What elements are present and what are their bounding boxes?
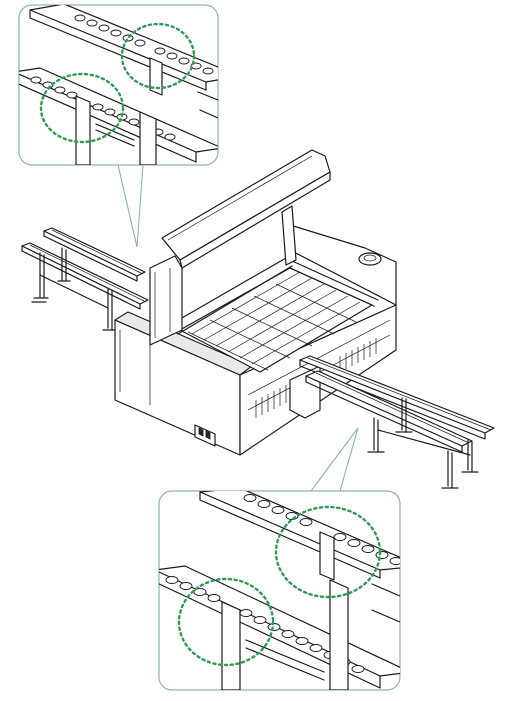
bottom-callout-upper-rail-side [199,491,381,579]
lid-edge [179,171,331,269]
leader-lines [117,164,359,492]
work-bed-slats [187,271,361,371]
gantry-rail-left [167,257,293,335]
top-callout-upper-rollers [74,14,214,75]
laser-machine [113,149,397,456]
right-rail-top-side [299,359,486,440]
top-callout-rear-lines [197,91,218,119]
bottom-callout-lower-rail-side [159,569,381,689]
bottom-callout-highlight-upper [274,505,382,599]
lid-strut [281,205,297,266]
machine-front-panels [119,330,151,405]
right-leg-2 [401,397,407,433]
right-rail-roller-line-b [315,372,470,444]
left-rail-bottom-side [21,245,141,310]
top-callout-crossbar [95,123,135,147]
left-rail-top-side [43,230,138,282]
left-foot-1 [31,297,49,303]
right-rail-bottom [305,370,473,447]
left-leg-2 [61,247,67,282]
left-rail-bottom [21,242,149,305]
left-rail-roller-line-b [29,244,147,303]
top-callout-upper-rail-side [29,9,207,91]
lid-top [161,149,331,261]
bottom-callout-rear-lines [371,583,400,623]
right-leg-3 [447,450,453,489]
lid-side-left [149,255,183,346]
bottom-callout [158,490,401,691]
lid-side-ribs [154,268,171,338]
top-callout [18,4,219,166]
top-callout-highlight-lower [39,72,125,144]
top-callout-lower-rail-side [19,71,197,163]
bottom-leader-line-b [339,427,359,492]
right-rail-roller-line-a [307,357,492,431]
bottom-callout-post-right [329,579,349,690]
right-leg-4 [467,439,473,473]
top-leader-line-b [136,164,144,248]
right-brace [377,429,471,456]
top-callout-highlight-upper [120,22,196,90]
bottom-callout-post-left [221,601,241,690]
left-rail-roller-line-a [51,229,144,275]
control-buttons [198,427,211,440]
bottom-callout-highlight-lower [177,577,275,667]
top-leader-line-a [117,164,138,248]
exhaust-port-inner [363,254,377,262]
top-callout-post-upper [149,57,163,96]
gantry-rail-rear [289,259,379,307]
top-callout-post-right [139,111,157,165]
lid-top-line [167,155,313,241]
left-conveyor-table [21,227,149,331]
side-vent-slots [255,338,377,418]
right-leg-1 [373,417,379,453]
right-rail-top [299,355,495,434]
bottom-callout-post-upper [319,531,335,581]
left-brace [39,274,109,309]
left-rail-top [43,227,146,277]
right-rail-bottom-side [305,375,463,453]
right-conveyor-table [299,355,495,489]
top-callout-post-left [75,95,91,165]
bottom-leader-line-a [310,427,359,492]
